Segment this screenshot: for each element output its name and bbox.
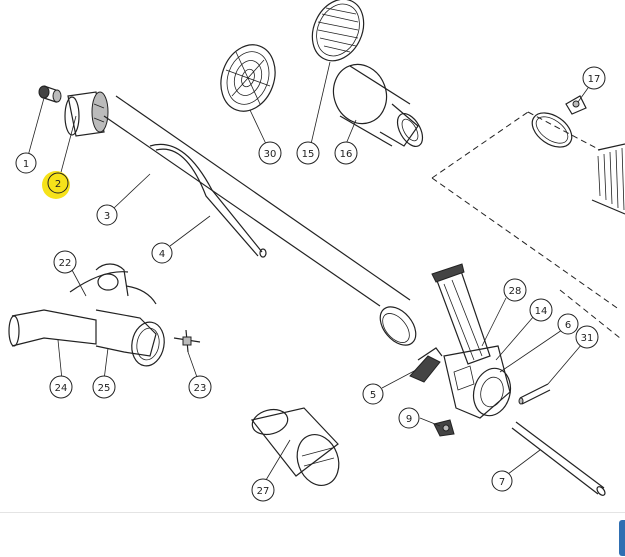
callout-3: 3 (96, 204, 118, 226)
callout-30: 30 (258, 141, 282, 165)
part-28-tube-handle (431, 263, 491, 365)
callout-5-label: 5 (370, 390, 376, 401)
callout-24: 24 (49, 375, 73, 399)
callout-9: 9 (398, 407, 420, 429)
callout-1: 1 (15, 152, 37, 174)
part-3-main-tube (103, 95, 417, 346)
callout-22: 22 (53, 250, 77, 274)
callout-5: 5 (362, 383, 384, 405)
callout-27-label: 27 (257, 486, 270, 497)
callout-1-label: 1 (23, 159, 29, 170)
part-7-rod (511, 421, 606, 496)
part-23-tee-fitting (173, 329, 201, 353)
callout-4: 4 (151, 242, 173, 264)
callout-17-label: 17 (588, 74, 601, 85)
corrugated-hose (591, 143, 625, 215)
callout-15: 15 (296, 141, 320, 165)
part-27-sleeve (250, 407, 340, 486)
side-tab[interactable] (619, 520, 625, 556)
callout-2: 2 (47, 172, 69, 194)
part-31-pin (518, 383, 551, 405)
leader-lines (27, 61, 589, 481)
callout-16-label: 16 (340, 149, 353, 160)
callout-22-label: 22 (59, 258, 72, 269)
part-24-nozzle (8, 309, 97, 347)
callout-14-label: 14 (535, 306, 548, 317)
part-9-screw-clip (433, 419, 455, 437)
callout-30-label: 30 (264, 149, 277, 160)
callout-14: 14 (529, 298, 553, 322)
part-15-mesh-grille (311, 0, 365, 62)
callout-2-label: 2 (55, 179, 61, 190)
callout-28-label: 28 (509, 286, 522, 297)
callout-27: 27 (251, 478, 275, 502)
part-14-fan-housing (443, 345, 512, 419)
part-17-hose-clamp (531, 95, 587, 148)
callout-31: 31 (575, 325, 599, 349)
callout-7-label: 7 (499, 477, 505, 488)
callout-16: 16 (334, 141, 358, 165)
viewer-footer (0, 512, 625, 557)
part-2-coupling (64, 91, 109, 137)
callout-4-label: 4 (159, 249, 165, 260)
callout-6: 6 (557, 313, 579, 335)
callout-6-label: 6 (565, 320, 571, 331)
callout-3-label: 3 (104, 211, 110, 222)
callout-9-label: 9 (406, 414, 412, 425)
exploded-parts-diagram: 1 2 3 4 5 6 7 9 14 15 16 17 (8, 0, 625, 502)
part-16-funnel-intake (332, 63, 424, 147)
callout-23: 23 (188, 375, 212, 399)
part-22-bracket (69, 263, 157, 305)
callout-25-label: 25 (98, 383, 111, 394)
callout-7: 7 (491, 470, 513, 492)
callout-28: 28 (503, 278, 527, 302)
callout-23-label: 23 (194, 383, 207, 394)
dashed-connection-outline (431, 111, 621, 339)
part-30-filter-screen (220, 44, 276, 112)
callout-31-label: 31 (581, 333, 594, 344)
part-25-elbow (95, 309, 165, 367)
part-1-end-cap (38, 85, 62, 103)
part-5-latch (409, 347, 443, 383)
callout-15-label: 15 (302, 149, 315, 160)
callout-24-label: 24 (55, 383, 68, 394)
part-4-hose (149, 143, 267, 258)
callout-25: 25 (92, 375, 116, 399)
callout-17: 17 (582, 66, 606, 90)
